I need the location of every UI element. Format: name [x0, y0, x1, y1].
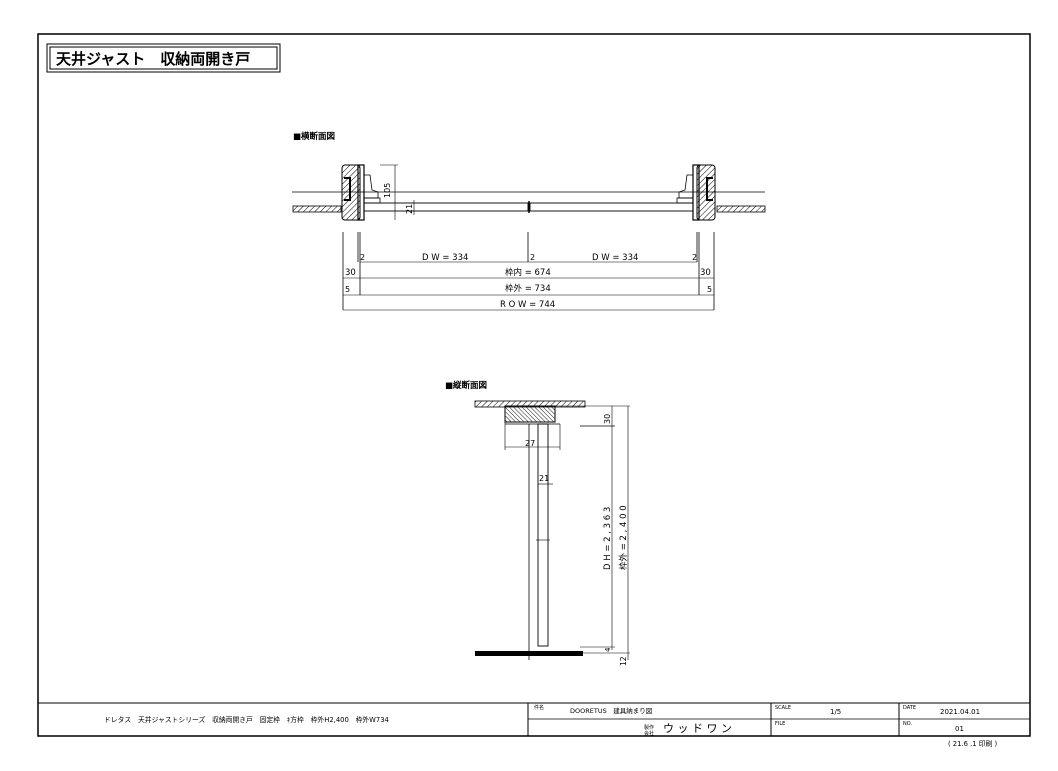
dim-5-right: 5	[707, 285, 712, 294]
maker-value: ウ ッ ド ワ ン	[663, 722, 732, 735]
product-description: ドレタス 天井ジャストシリーズ 収納両開き戸 固定枠 ｷ方枠 枠外H2,400 …	[104, 715, 389, 724]
date-label: DATE	[903, 705, 916, 711]
dim-21-v: 21	[539, 474, 549, 483]
scale-label: SCALE	[775, 705, 791, 711]
dw-left: D W = 334	[422, 253, 468, 263]
dim-2-left: 2	[360, 253, 365, 262]
dim-12: 12	[619, 656, 628, 666]
dim-2-right: 2	[692, 253, 697, 262]
floor	[475, 651, 583, 656]
waku-soto-v: 枠外 = 2 , 4 0 0	[618, 505, 629, 570]
dh-dim: D H = 2 , 3 6 3	[603, 507, 613, 570]
file-label: FILE	[775, 721, 785, 727]
sheet-border	[37, 33, 1031, 737]
no-value: 01	[955, 725, 964, 733]
left-door-leaf	[363, 202, 529, 212]
head-jamb	[504, 405, 556, 423]
horizontal-section-label: ■横断面図	[293, 131, 335, 142]
maker-label-line2: 会社	[644, 730, 654, 737]
right-door-leaf	[529, 202, 694, 212]
horizontal-section: ■横断面図 105 21	[292, 131, 766, 311]
door-leaf-vertical	[537, 423, 549, 647]
dim-30-left: 30	[345, 268, 356, 278]
vertical-section-label: ■縦断面図	[445, 380, 487, 391]
dim-30-right: 30	[700, 268, 711, 278]
waku-soto-h: 枠外 = 734	[505, 283, 551, 294]
dim-105: 105	[383, 183, 392, 198]
dim-5-left: 5	[345, 285, 350, 294]
dim-2-center: 2	[530, 253, 535, 262]
title-box: 天井ジャスト 収納両開き戸	[46, 43, 281, 73]
dim-30-v: 30	[603, 414, 612, 424]
kenmei-value: DOORETUS 建具納まり図	[570, 706, 652, 715]
title-block: ドレタス 天井ジャストシリーズ 収納両開き戸 固定枠 ｷ方枠 枠外H2,400 …	[38, 702, 1030, 748]
maker-label: 製作	[644, 724, 654, 731]
dim-4: 4	[604, 647, 612, 652]
kenmei-label: 件名	[534, 704, 544, 711]
no-label: NO.	[903, 721, 912, 727]
drawing-title: 天井ジャスト 収納両開き戸	[56, 50, 250, 68]
dim-27: 27	[525, 439, 535, 448]
dw-right: D W = 334	[592, 253, 638, 263]
waku-uchi-h: 枠内 = 674	[505, 267, 551, 278]
scale-value: 1/5	[830, 708, 841, 716]
row-dim: R O W = 744	[500, 300, 555, 310]
dim-21-h: 21	[405, 204, 414, 214]
print-note: ( 21.6 .1 印刷 )	[948, 740, 998, 748]
date-value: 2021.04.01	[940, 708, 980, 716]
vertical-section: ■縦断面図 27 30 D H = 2 , 3 6 3 枠外 = 2 , 4 0…	[445, 380, 630, 666]
